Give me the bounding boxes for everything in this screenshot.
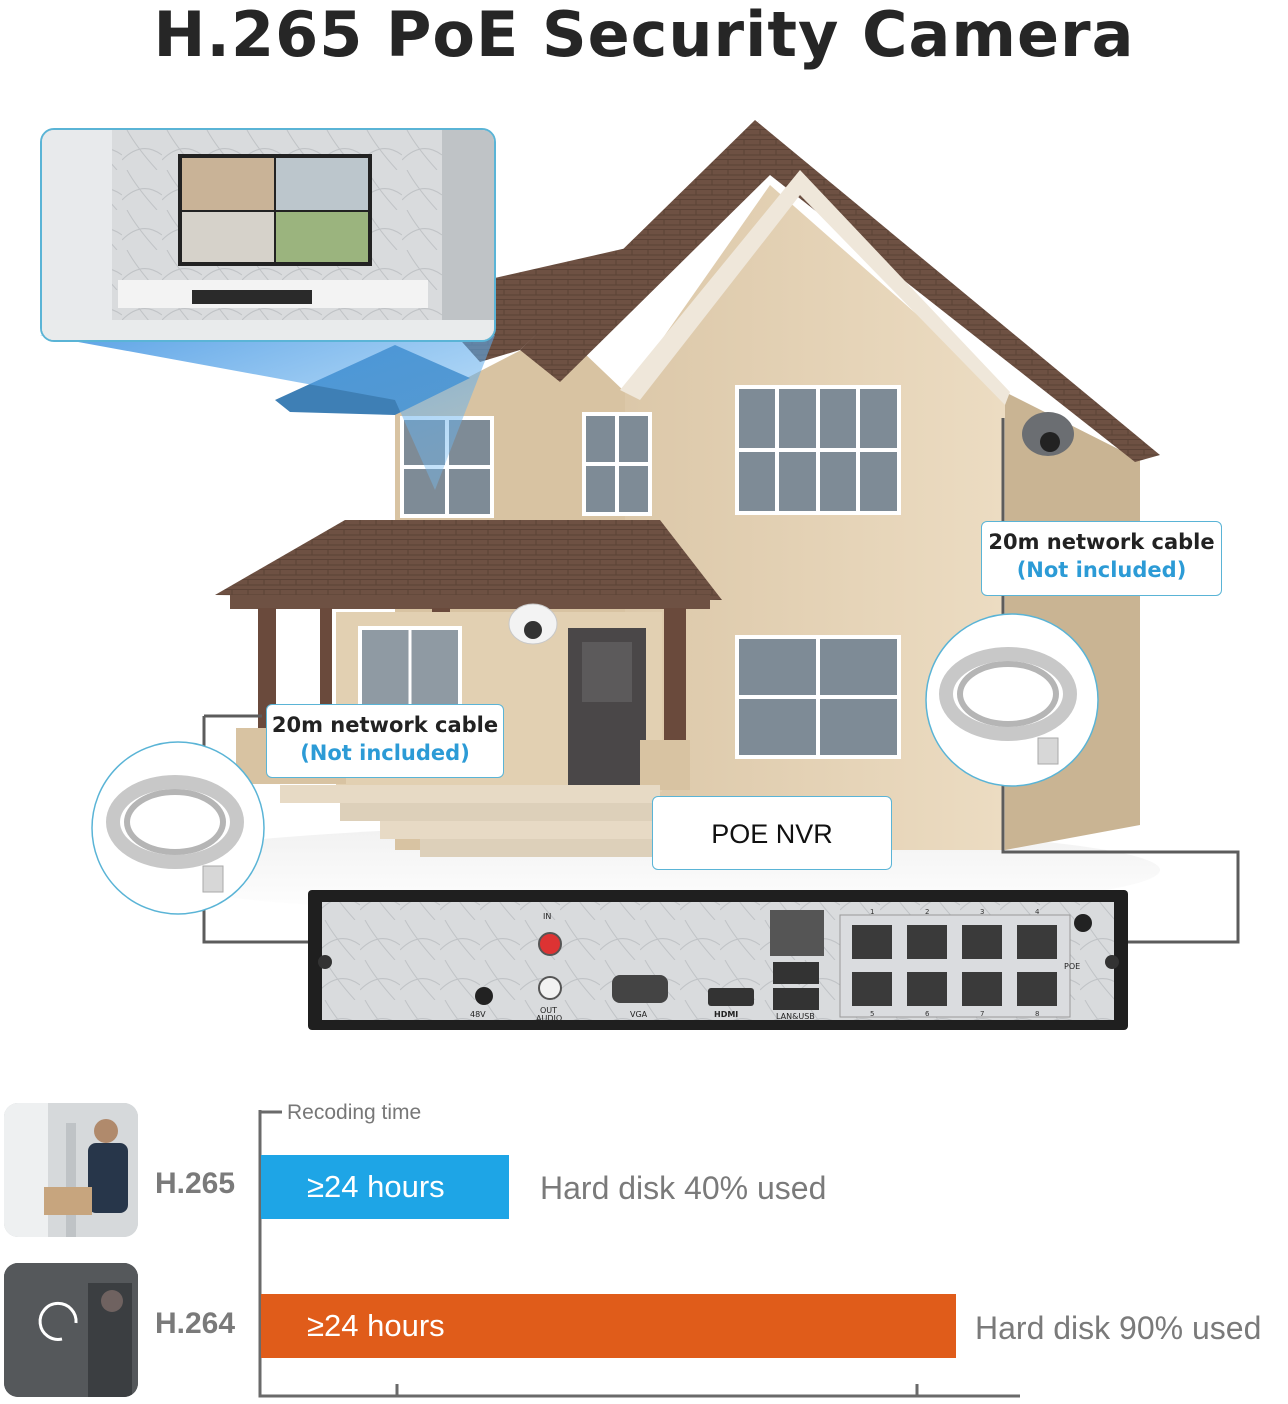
vga-label: VGA (630, 1010, 648, 1019)
cable-coil-left (91, 741, 265, 915)
h265-recording-bar: ≥24 hours (261, 1155, 509, 1219)
port-number: 6 (925, 1010, 930, 1018)
audio-in-label: IN (543, 912, 552, 921)
port-number: 3 (980, 908, 985, 916)
h265-disk-usage: Hard disk 40% used (540, 1170, 827, 1206)
recording-time-title: Recoding time (287, 1101, 422, 1124)
h264-photo (4, 1263, 138, 1397)
codec-label-h264: H.264 (155, 1307, 236, 1340)
loading-spinner-icon (38, 1301, 78, 1341)
callout-text: 20m network cable (271, 713, 499, 737)
port-number: 2 (925, 908, 930, 916)
h264-recording-bar: ≥24 hours (261, 1294, 956, 1358)
tv-room-inset (40, 128, 496, 342)
power-label: 48V (470, 1010, 486, 1019)
port-number: 4 (1035, 908, 1040, 916)
port-number: 7 (980, 1010, 985, 1018)
port-number: 1 (870, 908, 875, 916)
callout-note: (Not included) (300, 741, 470, 765)
poe-nvr-callout: POE NVR (652, 796, 892, 870)
port-number: 5 (870, 1010, 875, 1018)
network-cable-callout-left: 20m network cable (Not included) (266, 704, 504, 778)
hdmi-label: HDMI (714, 1010, 739, 1019)
recording-time-axes (258, 1110, 1020, 1398)
dome-camera-porch (508, 603, 558, 645)
poe-label: POE (1064, 962, 1081, 971)
audio-label: AUDIO (536, 1014, 563, 1023)
cable-coil-right (925, 613, 1099, 787)
dome-camera-wall (1022, 412, 1074, 456)
network-cable-callout-right: 20m network cable (Not included) (981, 521, 1222, 596)
h264-disk-usage: Hard disk 90% used (975, 1310, 1262, 1346)
codec-label-h265: H.265 (155, 1167, 236, 1200)
lan-usb-label: LAN&USB (776, 1012, 815, 1021)
audio-out-label: OUT (540, 1006, 558, 1015)
port-number: 8 (1035, 1010, 1040, 1018)
poe-nvr-device (308, 890, 1128, 1030)
callout-note: (Not included) (1016, 558, 1187, 582)
callout-text: 20m network cable (988, 530, 1215, 554)
page-title: H.265 PoE Security Camera (153, 0, 1135, 71)
h265-photo (4, 1103, 138, 1237)
